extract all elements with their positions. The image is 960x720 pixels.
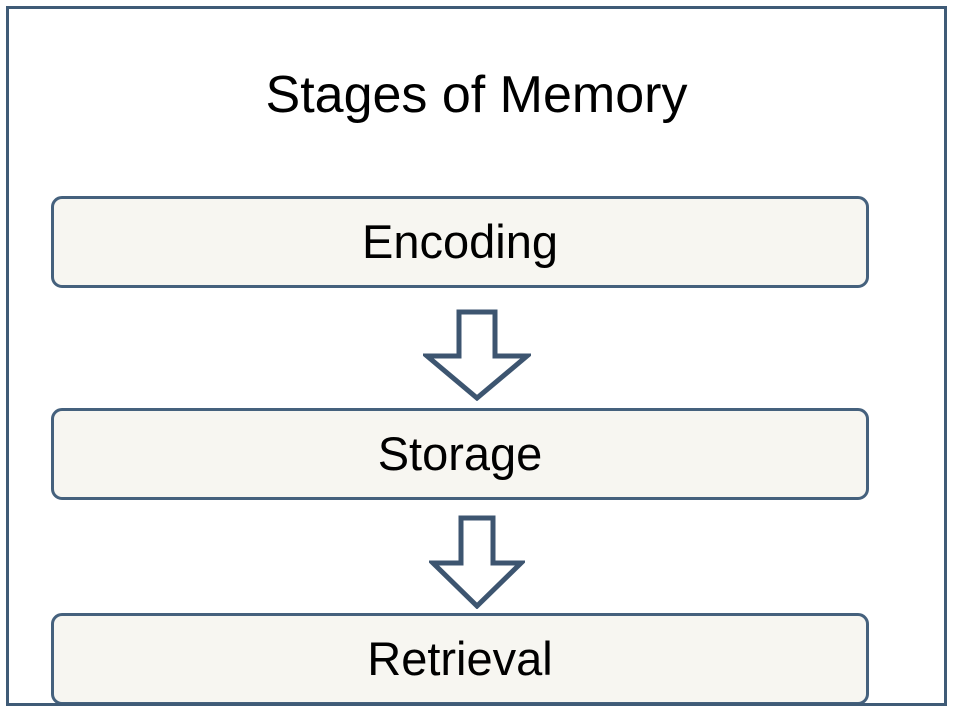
stage-label: Retrieval: [367, 632, 553, 685]
stage-box-storage[interactable]: Storage: [51, 408, 869, 500]
arrow-down-icon: [428, 515, 525, 609]
stage-label: Storage: [377, 427, 543, 480]
stage-label: Encoding: [362, 215, 558, 268]
arrow-down-icon: [422, 309, 531, 401]
page-title: Stages of Memory: [265, 66, 688, 124]
stage-box-retrieval[interactable]: Retrieval: [51, 613, 869, 703]
slide-frame: Stages of Memory Encoding Storage Retrie…: [6, 6, 947, 706]
stage-box-encoding[interactable]: Encoding: [51, 196, 869, 288]
